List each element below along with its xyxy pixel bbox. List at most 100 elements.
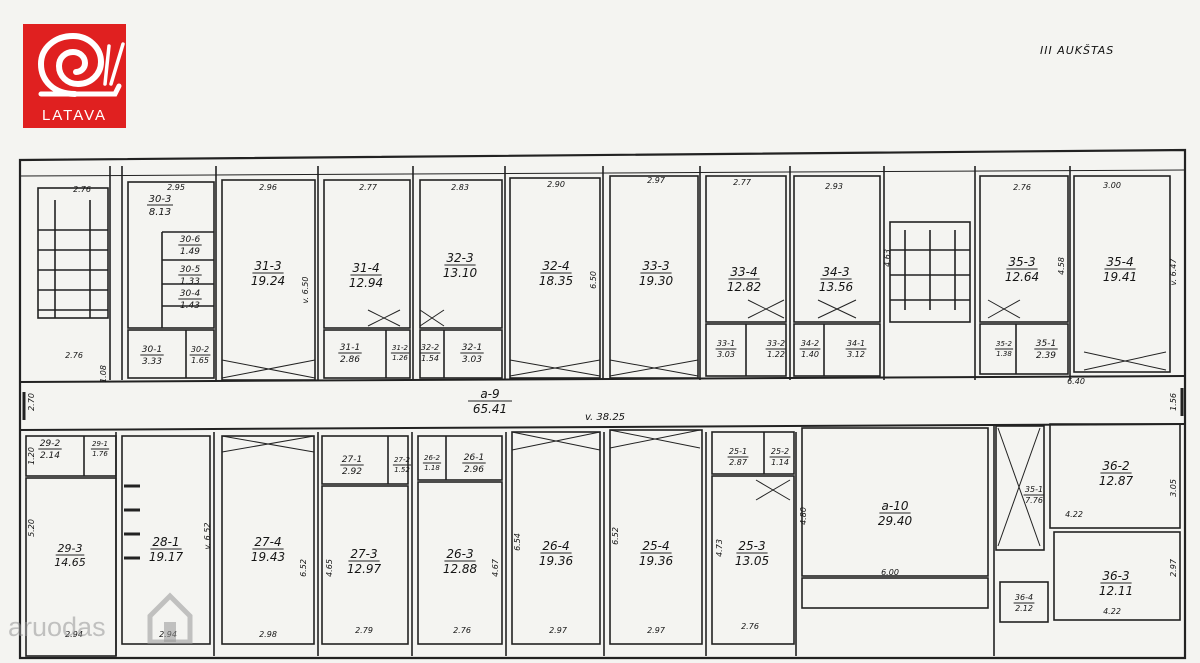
room-label: 35-21.38 xyxy=(994,340,1014,358)
room-code: 31-4 xyxy=(352,261,379,275)
dimension-label: 4.22 xyxy=(1103,607,1121,616)
room-label: 32-13.03 xyxy=(460,343,484,365)
room-area: 1.76 xyxy=(92,450,108,458)
room-code: 30-1 xyxy=(142,345,162,355)
room-area: 2.14 xyxy=(40,451,60,461)
dimension-label: 4.58 xyxy=(1057,257,1066,275)
room-area: 1.49 xyxy=(180,247,200,257)
room-label: 32-2 1.54 xyxy=(419,343,441,363)
room-area: 1.40 xyxy=(801,350,819,359)
room-label: 35-312.64 xyxy=(1005,255,1039,284)
room-label: 35-17.76 xyxy=(1023,485,1045,505)
dimension-label: 2.76 xyxy=(453,626,471,635)
room-code: 26-4 xyxy=(542,539,569,553)
latava-logo: LATAVA xyxy=(23,24,126,128)
room-area: 3.03 xyxy=(462,355,482,365)
room-area: 19.36 xyxy=(539,554,574,568)
room-label: 27-21.52 xyxy=(392,456,412,474)
room-code: 30-2 xyxy=(191,345,209,354)
room-label: 36-312.11 xyxy=(1099,569,1133,598)
room-code: 31-2 xyxy=(392,344,408,352)
dimension-label: 2.76 xyxy=(1013,183,1031,192)
dimension-label: 6.00 xyxy=(881,568,899,577)
room-label: 29-22.14 xyxy=(38,439,62,461)
room-area: 14.65 xyxy=(54,556,86,569)
room-label: 30-51.33 xyxy=(178,265,202,287)
room-code: 30-4 xyxy=(180,289,201,299)
room-area: 3.33 xyxy=(142,357,162,367)
room-label: 33-319.30 xyxy=(639,259,674,288)
dimension-label: 2.77 xyxy=(733,178,752,187)
room-code: 32-4 xyxy=(542,259,569,273)
dimension-label: 2.76 xyxy=(65,351,83,360)
room-label: 27-12.92 xyxy=(340,455,364,477)
dimension-label: 6.52 xyxy=(611,527,620,545)
room-area: 12.97 xyxy=(347,562,382,576)
dimension-label: 2.97 xyxy=(647,626,666,635)
room-code: 30-3 xyxy=(149,194,172,205)
room-area: 2.87 xyxy=(729,458,748,467)
room-label: 28-119.17 xyxy=(149,535,184,564)
room-code: a-10 xyxy=(882,499,909,513)
room-code: 31-3 xyxy=(254,259,281,273)
dimension-label: 2.76 xyxy=(741,622,759,631)
room-area: 1.54 xyxy=(421,354,439,363)
room-code: 31-1 xyxy=(340,343,360,353)
room-code: 36-4 xyxy=(1015,593,1033,602)
room-code: 26-1 xyxy=(464,453,484,463)
room-area: 1.22 xyxy=(767,350,785,359)
room-label: 32-313.10 xyxy=(443,251,478,280)
room-code: 27-3 xyxy=(350,547,377,561)
room-area: 2.39 xyxy=(1036,351,1056,361)
room-label: 34-13.12 xyxy=(845,339,867,359)
room-area: 1.33 xyxy=(180,277,200,287)
room-label: 30-1 3.33 xyxy=(140,345,164,367)
room-label: 29-314.65 xyxy=(54,542,86,569)
dimension-label: 2.97 xyxy=(647,176,666,185)
dimension-label: 1.56 xyxy=(1169,393,1178,411)
room-code: 26-2 xyxy=(424,454,440,462)
room-label: 25-419.36 xyxy=(639,539,674,568)
logo-text: LATAVA xyxy=(41,107,108,124)
room-label: 33-13.03 xyxy=(715,339,737,359)
room-code: 25-3 xyxy=(738,539,765,553)
room-area: 7.76 xyxy=(1025,496,1043,505)
dimension-label: 2.97 xyxy=(549,626,568,635)
room-label: 32-418.35 xyxy=(539,259,573,288)
room-label: 34-313.56 xyxy=(819,265,854,294)
room-area: 13.56 xyxy=(819,280,854,294)
room-code: 35-3 xyxy=(1008,255,1035,269)
room-area: 1.14 xyxy=(771,458,789,467)
room-area: 19.17 xyxy=(149,550,184,564)
room-code: 35-1 xyxy=(1036,339,1056,349)
room-code: 34-1 xyxy=(847,339,865,348)
room-code: 36-2 xyxy=(1102,459,1129,473)
dimension-label: 4.63 xyxy=(883,249,892,267)
room-code: 32-2 xyxy=(421,343,439,352)
room-area: 1.38 xyxy=(996,350,1012,358)
room-code: 32-3 xyxy=(446,251,473,265)
room-area: 13.10 xyxy=(443,266,478,280)
room-code: 33-4 xyxy=(730,265,757,279)
room-label: 30-21.65 xyxy=(189,345,211,365)
dimension-label: 4.80 xyxy=(799,507,808,525)
room-area: 12.82 xyxy=(727,280,761,294)
room-area: 1.52 xyxy=(394,466,410,474)
room-code: 28-1 xyxy=(152,535,179,549)
room-code: 30-6 xyxy=(180,235,201,245)
room-code: 34-3 xyxy=(822,265,849,279)
room-code: 33-2 xyxy=(767,339,785,348)
room-label: 33-2 1.22 xyxy=(765,339,787,359)
room-code: 33-1 xyxy=(717,339,735,348)
snail-logo-icon xyxy=(37,32,125,97)
room-code: 27-1 xyxy=(342,455,362,465)
dimension-label: 2.76 xyxy=(73,185,91,194)
room-area: 1.26 xyxy=(392,354,408,362)
dimension-label: 2.97 xyxy=(1169,558,1178,577)
room-label: 25-21.14 xyxy=(769,447,791,467)
house-watermark-icon xyxy=(147,592,193,644)
dimension-label: 2.83 xyxy=(451,183,469,192)
room-label: 34-21.40 xyxy=(799,339,821,359)
room-area: 12.88 xyxy=(443,562,478,576)
